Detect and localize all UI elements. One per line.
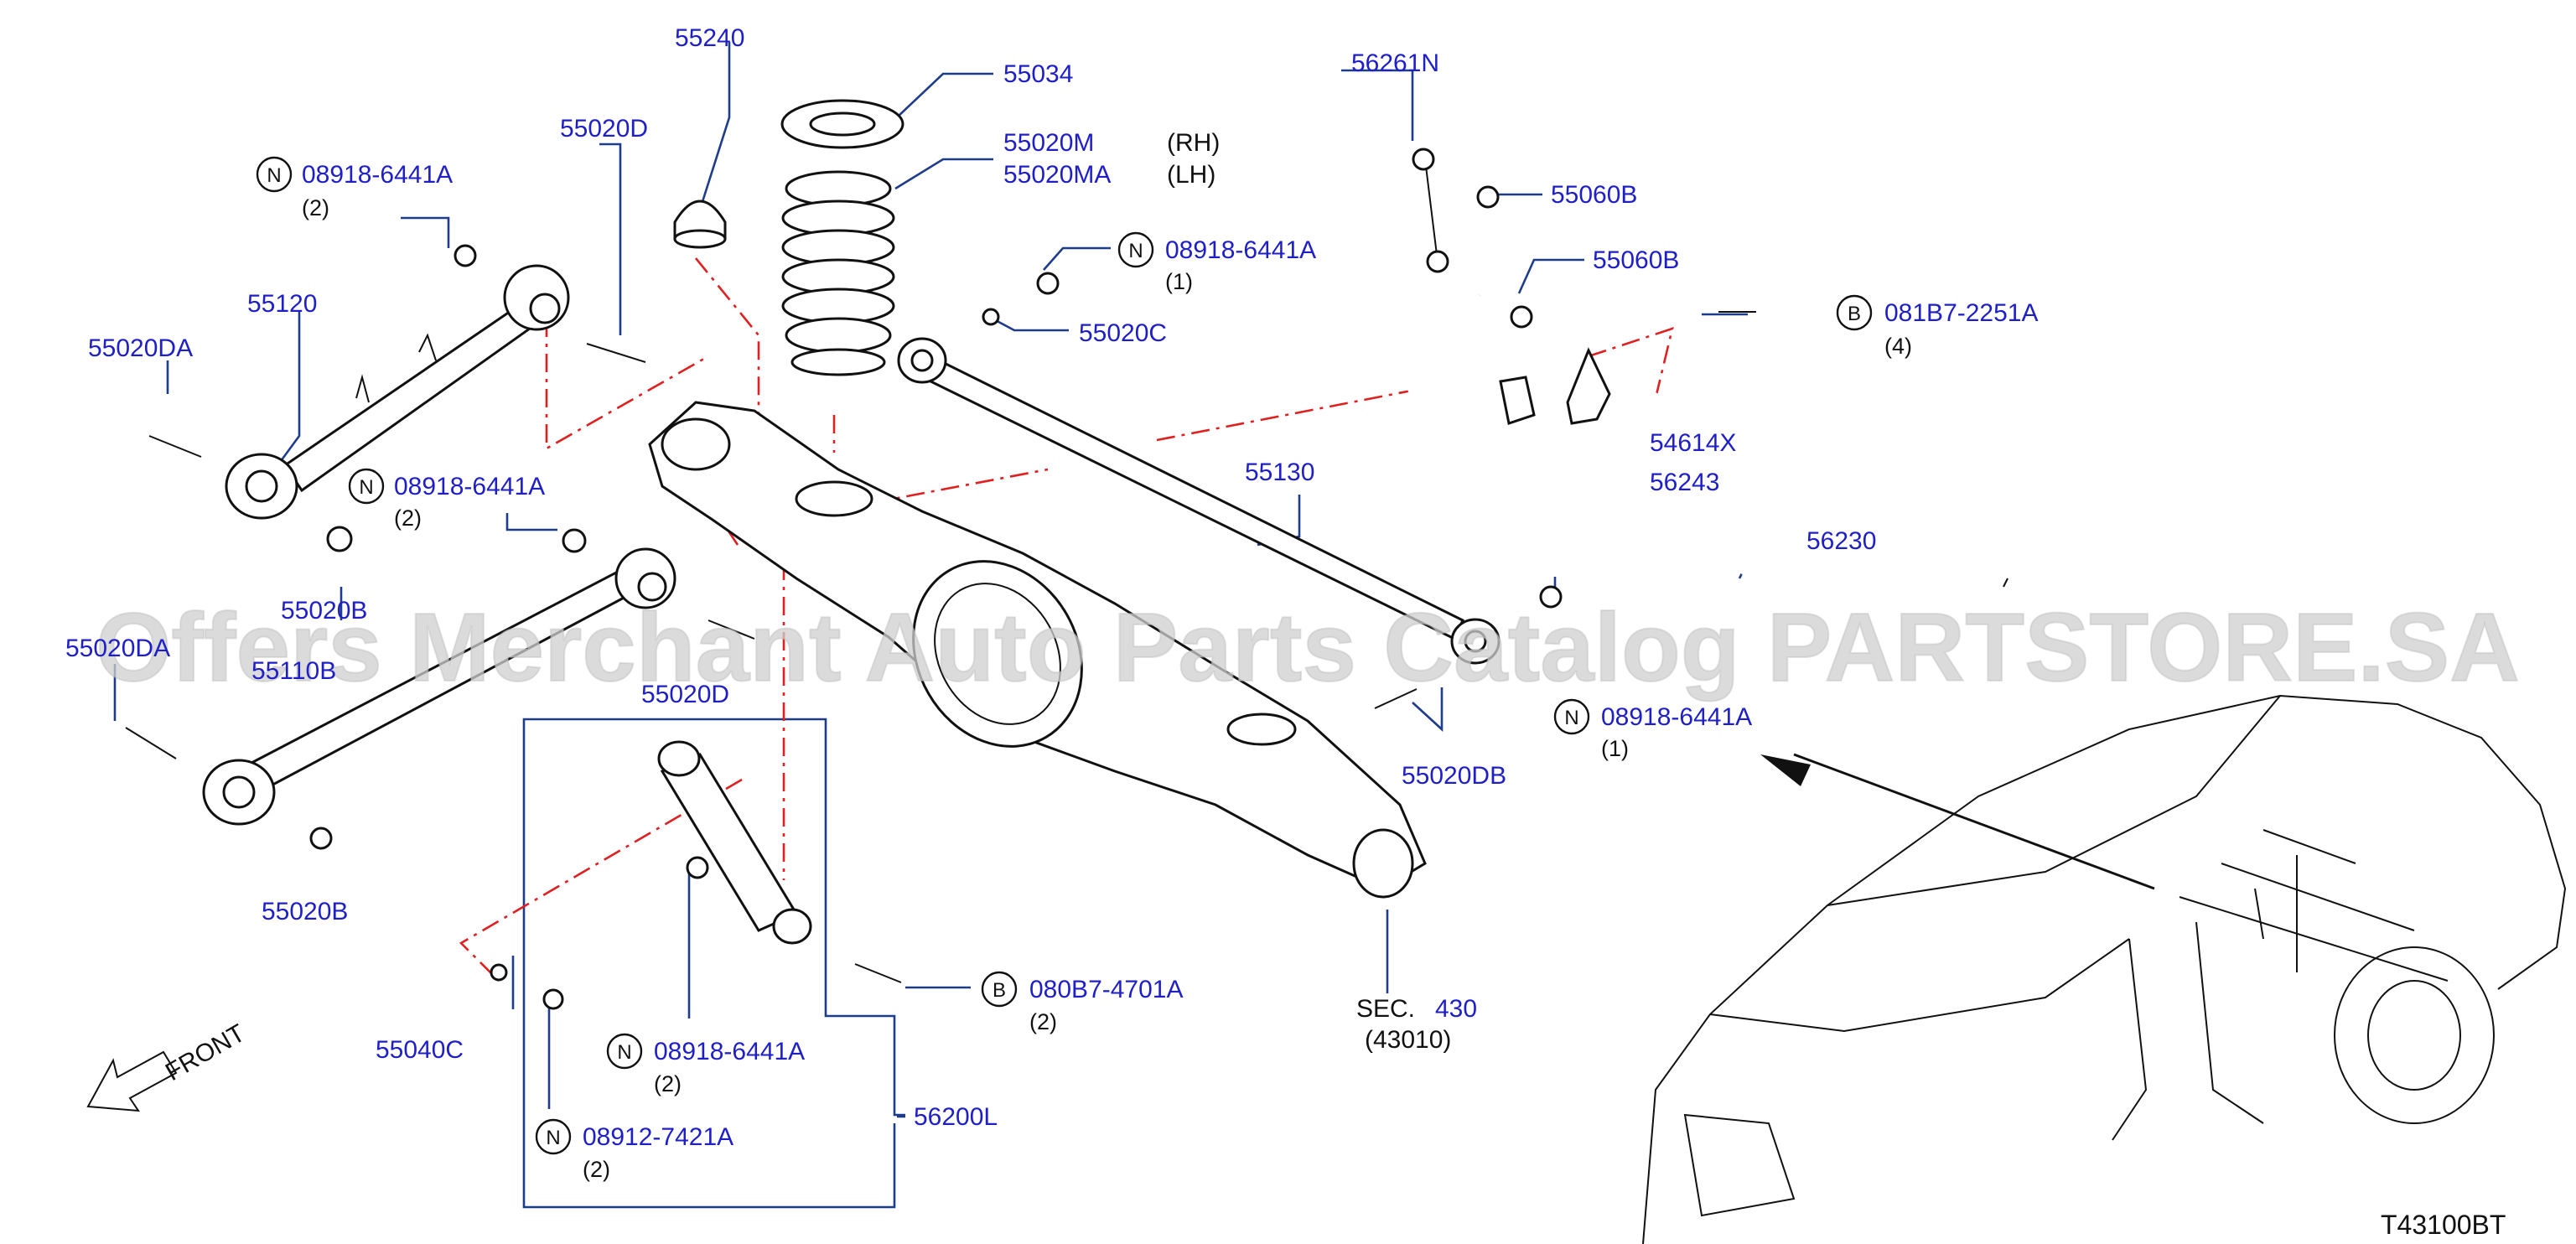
axle-housing-part [648,401,1427,899]
callout-4: B 081B7-2251A (4) [1836,294,2039,359]
part-labels: 55240 55034 55020M 55020MA (RH) (LH) 550… [65,24,2506,1240]
svg-text:(4): (4) [1884,334,1912,359]
svg-text:080B7-4701A: 080B7-4701A [1029,976,1184,1003]
upper-link-part [225,264,570,520]
label-55020c: 55020C [1079,319,1167,347]
svg-text:08918-6441A: 08918-6441A [302,161,453,189]
stabilizer-link-part [1412,148,1449,273]
label-55034: 55034 [1003,60,1073,88]
svg-text:N: N [1128,240,1143,262]
label-55120: 55120 [247,290,317,318]
svg-text:(1): (1) [1601,736,1629,761]
callouts: N 08918-6441A (2) N 08918-6441A (2) N 08… [256,156,2039,1182]
stabilizer-bar-part [1406,293,2009,691]
label-55020m: 55020M [1003,129,1094,157]
svg-text:08912-7421A: 08912-7421A [583,1123,733,1151]
callout-8: N 08912-7421A (2) [535,1118,733,1182]
callout-3: N 08918-6441A (1) [1117,231,1316,294]
bump-stop-part [673,200,727,249]
label-lh: (LH) [1167,161,1215,189]
svg-text:(2): (2) [583,1157,610,1182]
label-55020db: 55020DB [1402,762,1506,790]
sec-prefix: SEC. [1356,995,1415,1023]
coil-spring-part [781,170,895,376]
svg-text:(2): (2) [1029,1009,1057,1034]
front-direction-arrow [86,1050,178,1112]
svg-text:(2): (2) [394,505,422,531]
svg-text:(1): (1) [1165,269,1193,294]
callout-1: N 08918-6441A (2) [256,156,453,220]
fasteners [125,185,2008,1010]
svg-text:N: N [267,164,281,187]
svg-text:081B7-2251A: 081B7-2251A [1884,299,2039,327]
label-55060b-b: 55060B [1593,246,1679,274]
label-55020d-top: 55020D [560,115,648,143]
stabilizer-bushing-part [1499,347,1611,425]
front-label: FRONT [161,1019,250,1086]
label-55020ma: 55020MA [1003,161,1111,189]
label-55040c: 55040C [376,1036,464,1064]
label-56243: 56243 [1650,469,1719,496]
label-55020d-mid: 55020D [641,681,729,708]
callout-2: N 08918-6441A (2) [348,468,545,531]
svg-text:08918-6441A: 08918-6441A [654,1038,805,1065]
svg-text:N: N [359,476,373,499]
svg-text:(2): (2) [302,195,329,220]
label-56200l: 56200L [914,1103,998,1131]
sec-sub: (43010) [1365,1026,1451,1054]
callout-7: N 08918-6441A (2) [606,1033,805,1096]
sec-number: 430 [1435,995,1477,1023]
svg-text:N: N [546,1127,560,1149]
label-55130: 55130 [1245,459,1314,486]
lateral-rod-part [897,337,1501,665]
svg-text:B: B [1848,303,1861,325]
callout-6: B 080B7-4701A (2) [981,971,1184,1034]
svg-text:08918-6441A: 08918-6441A [1165,236,1316,264]
watermark-text: Offers Merchant Auto Parts Catalog PARTS… [96,593,2520,702]
shock-absorber-part [657,740,812,945]
label-55020da-top: 55020DA [88,334,193,362]
label-55240: 55240 [675,24,744,52]
lower-link-part [202,547,676,826]
label-56230: 56230 [1806,527,1876,555]
svg-text:N: N [1564,707,1578,729]
svg-text:B: B [993,979,1006,1002]
svg-text:08918-6441A: 08918-6441A [1601,703,1752,731]
label-54614x: 54614X [1650,429,1736,457]
spring-seat-part [780,99,904,149]
vehicle-illustration [1642,694,2567,1244]
diagram-code: T43100BT [2381,1210,2506,1240]
callout-5: N 08918-6441A (1) [1553,698,1752,761]
label-55020b-bot: 55020B [262,898,348,925]
label-55110b: 55110B [251,657,336,685]
svg-text:(2): (2) [654,1071,682,1096]
label-rh: (RH) [1167,129,1220,157]
label-55020da-bot: 55020DA [65,635,170,662]
label-56261n: 56261N [1351,49,1439,77]
label-55060b-a: 55060B [1551,181,1637,209]
svg-text:08918-6441A: 08918-6441A [394,473,545,500]
label-55020b-top: 55020B [281,597,367,625]
svg-text:N: N [617,1041,631,1064]
